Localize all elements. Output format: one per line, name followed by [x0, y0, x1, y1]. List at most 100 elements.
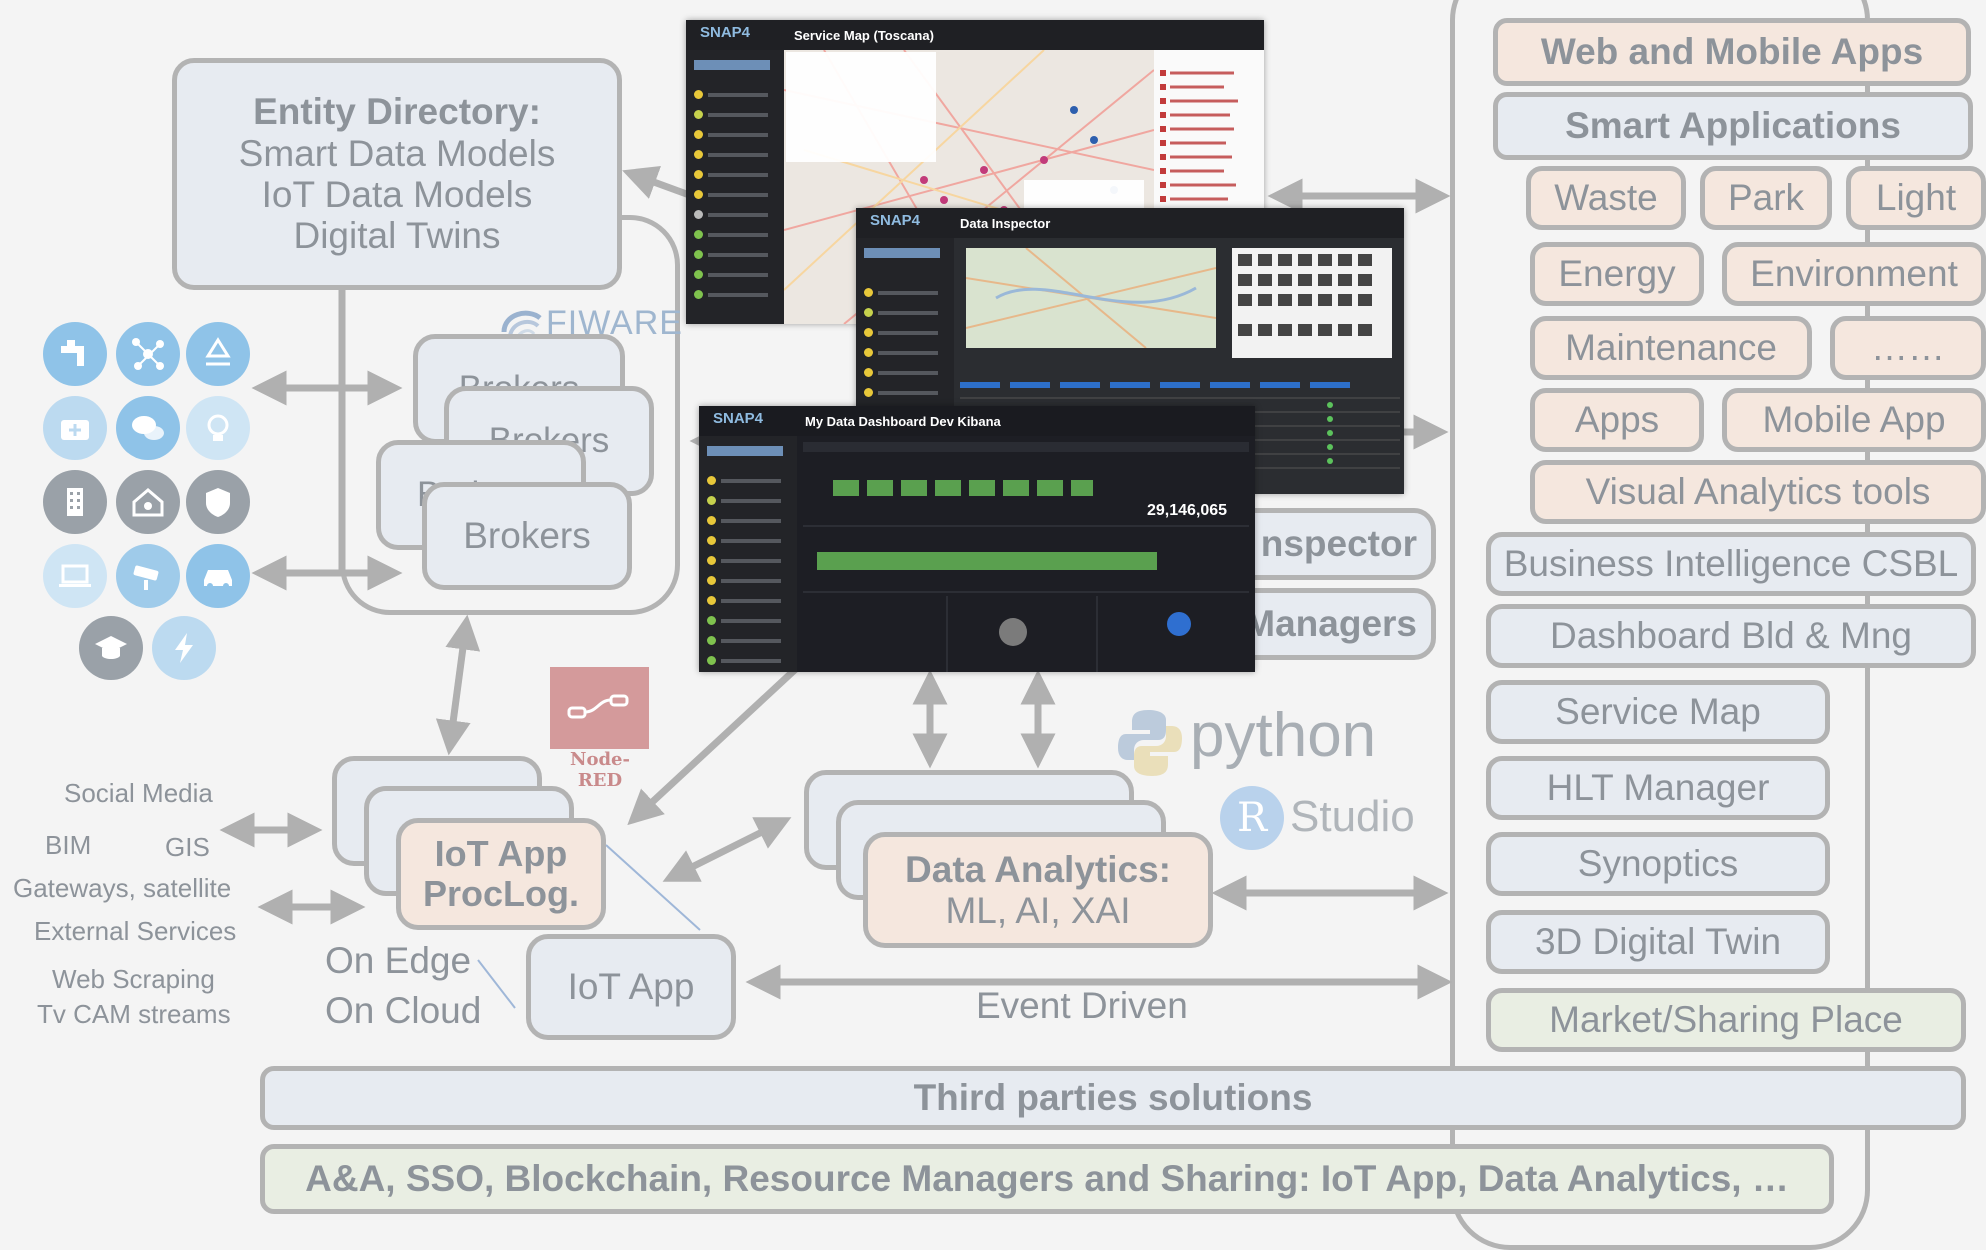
chat-icon [116, 396, 180, 460]
snap4-logo: SNAP4 [870, 212, 921, 229]
visual-analytics-box: Visual Analytics tools [1530, 460, 1986, 524]
digital-twin-box: 3D Digital Twin [1486, 910, 1830, 974]
iot-app-proclog-line: ProcLog. [422, 873, 579, 914]
web-mobile-apps-box: Web and Mobile Apps [1493, 18, 1971, 86]
graduation-cap-icon [79, 616, 143, 680]
hlt-manager-box: HLT Manager [1486, 756, 1830, 820]
entity-directory-box: Entity Directory: Smart Data Models IoT … [172, 58, 622, 290]
kibana-counter: 29,146,065 [1147, 502, 1228, 519]
source-social-media: Social Media [64, 778, 213, 808]
security-services-bar: A&A, SSO, Blockchain, Resource Managers … [260, 1144, 1834, 1214]
apps-label: Apps [1574, 399, 1660, 441]
iot-app-label: IoT App [567, 966, 695, 1008]
python-text: python [1190, 701, 1377, 770]
more-apps-box: …… [1830, 316, 1986, 380]
inspector-widget-grid [1232, 248, 1392, 358]
network-icon [116, 322, 180, 386]
maintenance-label: Maintenance [1565, 327, 1777, 369]
synoptics-box: Synoptics [1486, 832, 1830, 896]
building-icon [43, 470, 107, 534]
smart-home-icon [116, 470, 180, 534]
iot-app-proclog-box: IoT App ProcLog. [396, 818, 606, 930]
synoptics-label: Synoptics [1577, 843, 1739, 885]
entity-directory-line: Digital Twins [293, 215, 501, 257]
market-sharing-box: Market/Sharing Place [1486, 988, 1966, 1052]
apps-box: Apps [1530, 388, 1704, 452]
medical-bag-icon [43, 396, 107, 460]
business-intelligence-box: Business Intelligence CSBL [1486, 532, 1976, 596]
data-analytics-box: Data Analytics: ML, AI, XAI [863, 832, 1213, 948]
on-cloud-label: On Cloud [325, 990, 482, 1031]
nodered-text: Node-RED [570, 749, 630, 791]
security-services-label: A&A, SSO, Blockchain, Resource Managers … [305, 1158, 1789, 1200]
source-gateways: Gateways, satellite [13, 873, 232, 903]
more-apps-label: …… [1871, 327, 1945, 369]
car-icon [186, 544, 250, 608]
managers-partial-label: Managers [1244, 603, 1417, 645]
screenshot-title: My Data Dashboard Dev Kibana [805, 414, 1001, 429]
smart-applications-box: Smart Applications [1493, 92, 1973, 160]
tap-icon [43, 322, 107, 386]
data-analytics-title: Data Analytics: [905, 848, 1171, 890]
mobile-app-label: Mobile App [1762, 399, 1946, 441]
rstudio-r-icon: R [1220, 786, 1284, 850]
lightning-icon [152, 616, 216, 680]
nodered-icon [550, 667, 649, 749]
entity-directory-title: Entity Directory: [253, 91, 541, 133]
managers-partial-box: Managers [1160, 588, 1436, 660]
source-gis: GIS [165, 832, 210, 862]
third-parties-label: Third parties solutions [913, 1077, 1313, 1119]
inspector-map [965, 247, 1217, 349]
screenshot-title: Service Map (Toscana) [794, 28, 934, 43]
energy-label: Energy [1558, 253, 1676, 295]
lightbulb-icon [186, 396, 250, 460]
recycle-icon [186, 322, 250, 386]
entity-directory-line: IoT Data Models [261, 174, 533, 215]
light-label: Light [1875, 177, 1957, 219]
shield-icon [186, 470, 250, 534]
environment-box: Environment [1722, 242, 1986, 306]
source-tv-cam: Tv CAM streams [37, 999, 231, 1029]
broker-box: Brokers [422, 482, 632, 590]
energy-box: Energy [1530, 242, 1704, 306]
third-parties-bar: Third parties solutions [260, 1066, 1966, 1130]
digital-twin-label: 3D Digital Twin [1534, 921, 1782, 963]
mobile-app-box: Mobile App [1722, 388, 1986, 452]
entity-directory-line: Smart Data Models [238, 132, 556, 174]
service-map-label: Service Map [1555, 691, 1761, 733]
snap4-logo: SNAP4 [713, 410, 764, 427]
nodered-logo: Node-RED [550, 667, 650, 791]
dashboard-builder-box: Dashboard Bld & Mng [1486, 604, 1976, 668]
dashboard-builder-label: Dashboard Bld & Mng [1550, 615, 1912, 657]
python-snake-icon [1118, 710, 1182, 776]
source-web-scraping: Web Scraping [52, 964, 215, 994]
iot-app-proclog-line: IoT App [434, 832, 568, 874]
rstudio-r-letter: R [1236, 795, 1268, 841]
hlt-manager-label: HLT Manager [1546, 767, 1770, 809]
iot-app-box: IoT App [526, 934, 736, 1040]
screenshot-title: Data Inspector [960, 216, 1051, 231]
environment-label: Environment [1750, 253, 1958, 295]
broker-label: Brokers [463, 515, 591, 557]
web-mobile-apps-label: Web and Mobile Apps [1540, 31, 1924, 73]
maintenance-box: Maintenance [1530, 316, 1812, 380]
event-driven-label: Event Driven [976, 985, 1188, 1026]
laptop-icon [43, 544, 107, 608]
source-bim: BIM [45, 830, 92, 860]
business-intelligence-label: Business Intelligence CSBL [1503, 543, 1959, 585]
rstudio-text: Studio [1290, 792, 1415, 841]
data-inspector-partial-label: nspector [1260, 523, 1417, 565]
service-map-box: Service Map [1486, 680, 1830, 744]
waste-box: Waste [1526, 166, 1686, 230]
python-logo: python [1118, 700, 1383, 784]
cctv-icon [116, 544, 180, 608]
on-edge-label: On Edge [325, 940, 472, 981]
park-label: Park [1727, 177, 1805, 219]
snap4-logo: SNAP4 [700, 24, 751, 41]
smart-applications-label: Smart Applications [1565, 105, 1901, 147]
waste-label: Waste [1554, 177, 1658, 219]
kibana-dashboard-screenshot: SNAP4 My Data Dashboard Dev Kibana 29,14 [699, 406, 1255, 672]
kibana-panels [797, 436, 1255, 672]
source-external-services: External Services [34, 916, 237, 946]
